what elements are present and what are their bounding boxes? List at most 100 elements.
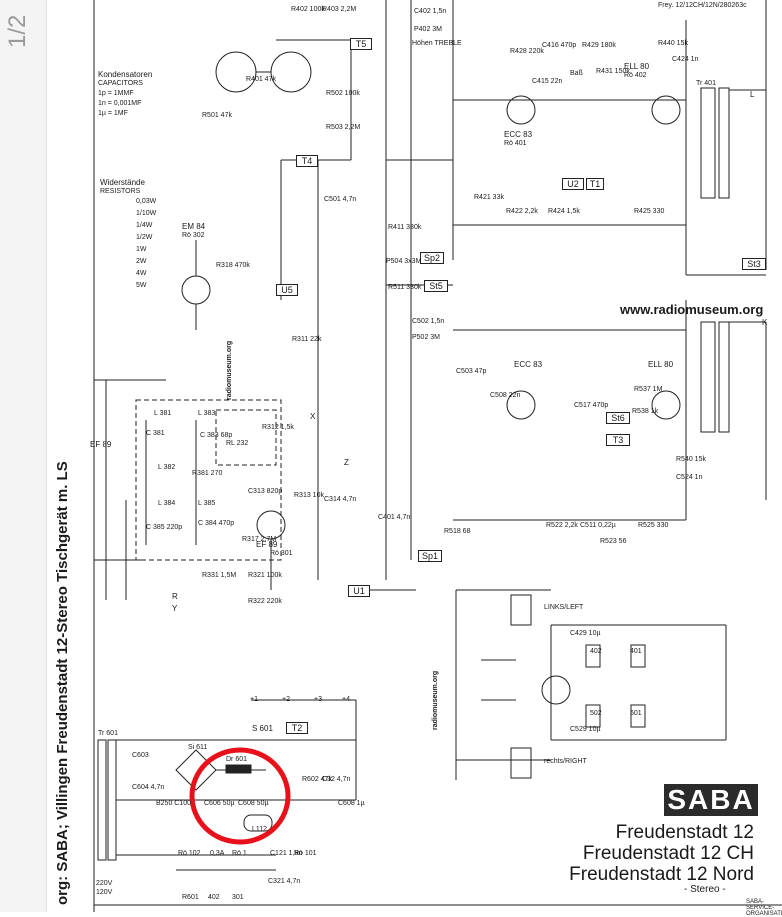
header-reference: Frey. 12/12CH/12N/280263c — [658, 2, 747, 9]
filter-label: C 384 470p — [198, 520, 235, 527]
terminal-mark: X — [310, 412, 316, 421]
switch-box: U1 — [348, 585, 370, 597]
component-label: R421 33k — [474, 194, 504, 201]
filter-label: L 382 — [158, 464, 176, 471]
switch-label: S 601 — [252, 724, 273, 733]
power-label: Dr 601 — [226, 756, 248, 763]
capacitors-subtitle: CAPACITORS — [98, 80, 143, 87]
terminal-mark: Y — [172, 604, 178, 613]
component-label: R311 22k — [292, 336, 322, 343]
page-indicator: 1/2 — [4, 14, 31, 48]
power-label: C608 1µ — [338, 800, 365, 807]
resistor-row: 5W — [136, 282, 147, 289]
power-label: 0,3A — [210, 850, 225, 857]
voltage-mark: +3 — [314, 696, 322, 703]
component-label: C313 820p — [248, 488, 283, 495]
filter-label: C 381 — [146, 430, 165, 437]
component-label: R317 2,7M — [242, 536, 277, 543]
viewer-gutter: 1/2 — [0, 0, 47, 912]
component-label: R312 1,5k — [262, 424, 294, 431]
component-label: C517 470p — [574, 402, 609, 409]
switch-box: U2 — [562, 178, 584, 190]
tube-label: ECC 83 — [504, 130, 533, 139]
component-label: R431 150k — [596, 68, 630, 75]
component-label: R411 330k — [388, 224, 422, 231]
switch-box: T4 — [296, 155, 318, 167]
tube-label: EF 89 — [90, 440, 112, 449]
switch-box: St3 — [742, 258, 766, 270]
terminal-mark: L — [750, 90, 755, 99]
power-label: C604 4,7n — [132, 784, 165, 791]
component-label: C416 470p — [542, 42, 577, 49]
power-label: C32 4,7n — [322, 776, 351, 783]
switch-box: St6 — [606, 412, 630, 424]
filter-label: L 383 — [198, 410, 216, 417]
website-label: www.radiomuseum.org — [620, 302, 764, 317]
component-label: R321 100k — [248, 572, 282, 579]
power-label: 220V — [96, 880, 113, 887]
capacitor-row: 1n = 0,001MF — [98, 100, 142, 107]
resistors-subtitle: RESISTORS — [100, 188, 141, 195]
power-label: R602 47k — [302, 776, 332, 783]
speaker-label: LINKS/LEFT — [544, 604, 584, 611]
component-label: R502 100k — [326, 90, 360, 97]
model-name: Freudenstadt 12 — [615, 822, 754, 843]
component-label: R511 330k — [388, 284, 422, 291]
terminal-mark: Z — [344, 458, 349, 467]
power-label: L112 — [252, 826, 268, 833]
component-label: Baß — [570, 70, 583, 77]
switch-box: Sp2 — [420, 252, 444, 264]
component-label: C424 1n — [672, 56, 699, 63]
switch-box: Sp1 — [418, 550, 442, 562]
power-label: C603 — [132, 752, 149, 759]
resistor-row: 4W — [136, 270, 147, 277]
component-label: Tr 401 — [696, 80, 716, 87]
component-label: R402 100k — [291, 6, 325, 13]
resistor-row: 2W — [136, 258, 147, 265]
vertical-watermark: radiomuseum.org — [226, 340, 233, 400]
speaker-label: C429 10µ — [570, 630, 601, 637]
switch-box: St5 — [424, 280, 448, 292]
switch-box: T2 — [286, 722, 308, 734]
filter-label: R381 270 — [192, 470, 223, 477]
speaker-label: 502 — [590, 710, 602, 717]
capacitor-row: 1µ = 1MF — [98, 110, 128, 117]
component-label: P504 3x3M — [386, 258, 422, 265]
component-label: P502 3M — [412, 334, 441, 341]
power-label: Rö 1 — [232, 850, 247, 857]
voltage-mark: +2 — [282, 696, 290, 703]
component-label: C401 4,7n — [378, 514, 411, 521]
component-label: C314 4,7n — [324, 496, 357, 503]
tube-label: ELL 80 — [624, 62, 650, 71]
component-label: C524 1n — [676, 474, 703, 481]
component-label: C415 22n — [532, 78, 563, 85]
speaker-label: rechts/RIGHT — [544, 758, 587, 765]
power-label: 301 — [232, 894, 244, 901]
voltage-mark: +1 — [250, 696, 258, 703]
component-label: R318 470k — [216, 262, 250, 269]
power-label: 402 — [208, 894, 220, 901]
resistor-row: 1/2W — [136, 234, 153, 241]
power-label: Si 611 — [188, 744, 208, 751]
component-label: R538 1k — [632, 408, 659, 415]
component-label: C503 47p — [456, 368, 487, 375]
component-label: R322 220k — [248, 598, 282, 605]
component-label: R428 220k — [510, 48, 544, 55]
filter-label: C 385 220p — [146, 524, 183, 531]
schematic-drawing — [93, 0, 782, 912]
model-name: Freudenstadt 12 Nord — [569, 864, 754, 885]
component-label: R313 10k — [294, 492, 324, 499]
component-label: R422 2,2k — [506, 208, 538, 215]
tube-ref: Rö 301 — [270, 550, 293, 557]
switch-box: U5 — [276, 284, 298, 296]
component-label: R501 47k — [202, 112, 232, 119]
power-label: C608 50µ — [238, 800, 269, 807]
component-label: C511 0,22µ — [580, 522, 616, 529]
component-label: R525 330 — [638, 522, 669, 529]
switch-box: T3 — [606, 434, 630, 446]
component-label: R424 1,5k — [548, 208, 580, 215]
component-label: Höhen TREBLE — [412, 40, 462, 47]
component-label: R503 2,2M — [326, 124, 361, 131]
speaker-label: 401 — [630, 648, 642, 655]
filter-label: L 385 — [198, 500, 216, 507]
